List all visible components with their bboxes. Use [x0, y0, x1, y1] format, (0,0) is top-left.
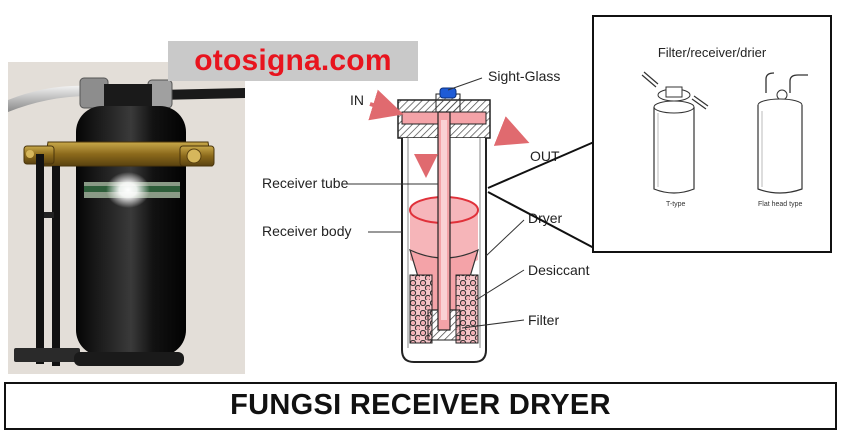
- page-title-banner: FUNGSI RECEIVER DRYER: [4, 382, 837, 430]
- t-type-drier-drawing: [641, 71, 709, 194]
- inset-drawings: [641, 71, 808, 194]
- flat-head-drier-drawing: [757, 72, 808, 194]
- inset-connector-lines: [487, 141, 595, 249]
- filter-receiver-drier-inset: Filter/receiver/drier T-type Flat head t…: [592, 15, 832, 253]
- label-dryer: Dryer: [528, 210, 563, 226]
- watermark-logo: otosigna.com: [168, 41, 418, 81]
- caption-flat-head-type: Flat head type: [758, 201, 803, 208]
- label-sight-glass: Sight-Glass: [488, 68, 561, 84]
- label-in: IN: [350, 92, 364, 108]
- inset-title: Filter/receiver/drier: [657, 45, 767, 60]
- label-filter: Filter: [528, 312, 560, 328]
- label-receiver-body: Receiver body: [262, 223, 352, 239]
- receiver-dryer-cutaway-diagram: [346, 77, 530, 363]
- caption-t-type: T-type: [666, 201, 686, 208]
- label-receiver-tube: Receiver tube: [262, 175, 349, 191]
- label-desiccant: Desiccant: [528, 262, 590, 278]
- receiver-dryer-photo: [8, 62, 245, 374]
